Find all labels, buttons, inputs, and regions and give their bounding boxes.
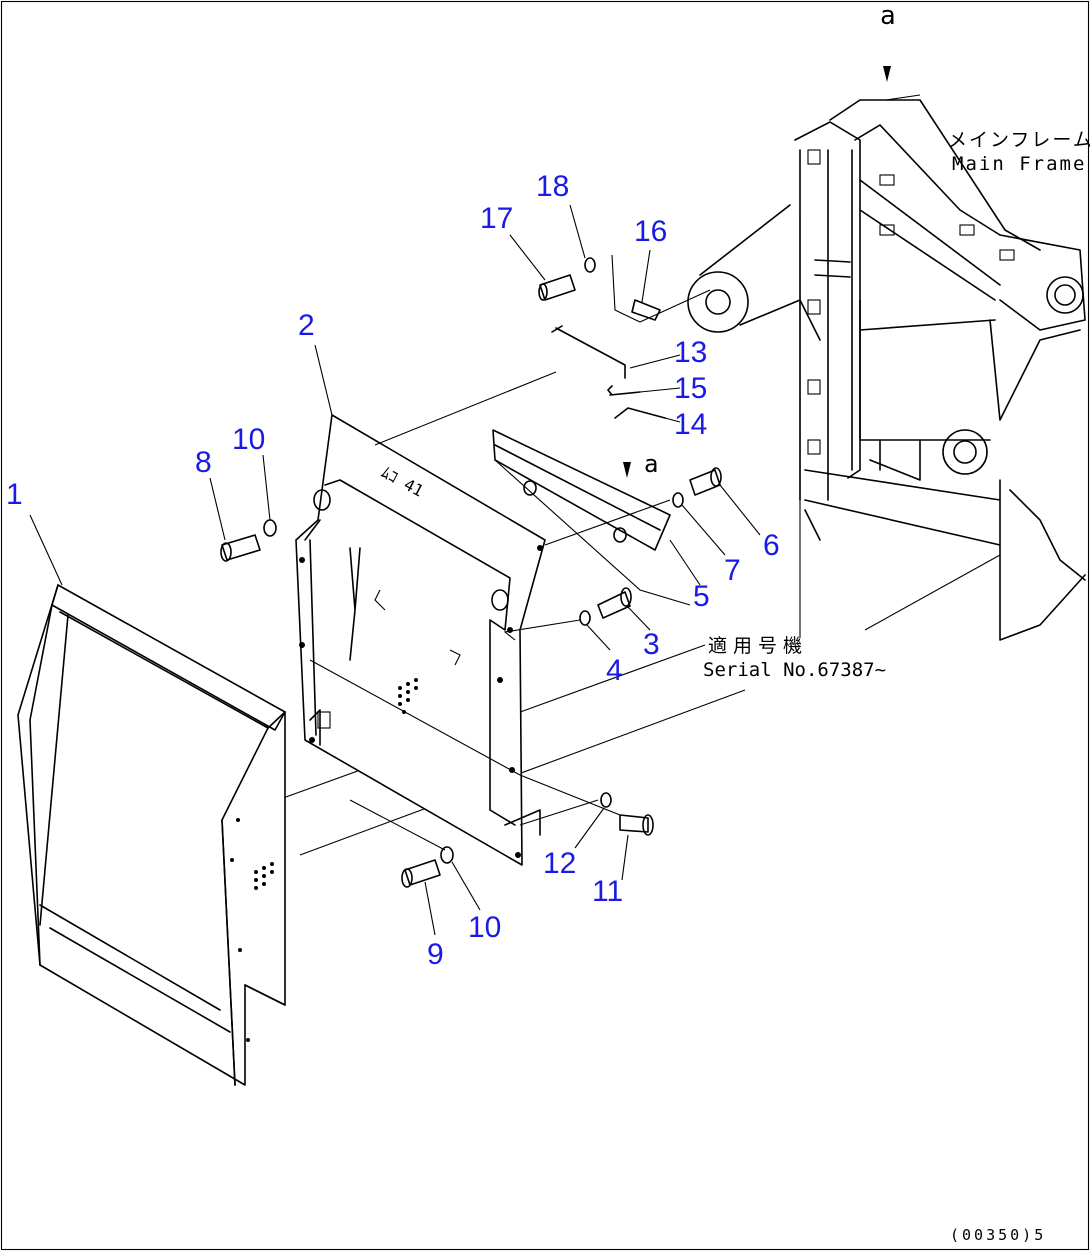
main-frame-drawing — [687, 94, 1086, 641]
view-marker-top: a — [880, 1, 896, 31]
callout-1: 1 — [6, 478, 23, 511]
ring-15 — [607, 385, 641, 396]
callout-12: 12 — [543, 847, 576, 880]
washer-18 — [584, 257, 596, 273]
bolt-9 — [401, 859, 441, 888]
callout-16: 16 — [634, 215, 667, 248]
serial-label-jp: 適用号機 — [708, 635, 808, 657]
callout-9: 9 — [427, 938, 444, 971]
washer-7 — [672, 492, 684, 508]
bolt-3 — [597, 587, 632, 619]
callout-2: 2 — [298, 309, 315, 342]
callout-8: 8 — [195, 446, 212, 479]
washer-12 — [600, 792, 612, 808]
callout-4: 4 — [606, 654, 623, 687]
callout-leaders — [29, 204, 761, 936]
serial-label-en: Serial No.67387~ — [703, 659, 886, 681]
callout-7: 7 — [724, 554, 741, 587]
rod-13 — [551, 325, 626, 379]
callout-17: 17 — [480, 202, 513, 235]
main-frame-label-en: Main Frame — [952, 153, 1086, 175]
view-arrow-top — [883, 66, 891, 82]
plate-part-2: ﾑｺ 41 — [295, 414, 546, 866]
assembly-lines — [309, 289, 711, 851]
washer-10-lower — [440, 846, 454, 864]
washer-10-upper — [263, 519, 277, 537]
main-frame-label-jp: メインフレーム — [948, 129, 1090, 151]
serial-leaders — [249, 215, 1001, 856]
callout-11: 11 — [592, 875, 623, 908]
washer-4 — [579, 610, 591, 626]
callout-5: 5 — [693, 580, 710, 613]
callout-3: 3 — [643, 628, 660, 661]
callout-10-upper: 10 — [232, 423, 265, 456]
view-marker-small: a — [644, 450, 658, 478]
clip-16 — [611, 254, 661, 323]
callout-14: 14 — [674, 408, 707, 441]
callout-10-lower: 10 — [468, 911, 501, 944]
bolt-11 — [619, 814, 654, 836]
callout-13: 13 — [674, 336, 707, 369]
strap-part-5 — [492, 429, 671, 551]
bolt-17 — [538, 274, 576, 301]
callout-15: 15 — [674, 372, 707, 405]
pin-14 — [614, 407, 666, 419]
bolt-8 — [220, 534, 261, 562]
drawing-code: (00350)5 — [950, 1226, 1046, 1244]
panel-part-1 — [17, 584, 286, 1086]
callout-6: 6 — [763, 529, 780, 562]
callout-18: 18 — [536, 170, 569, 203]
view-arrow-small — [623, 462, 631, 478]
bolt-6 — [689, 467, 722, 496]
